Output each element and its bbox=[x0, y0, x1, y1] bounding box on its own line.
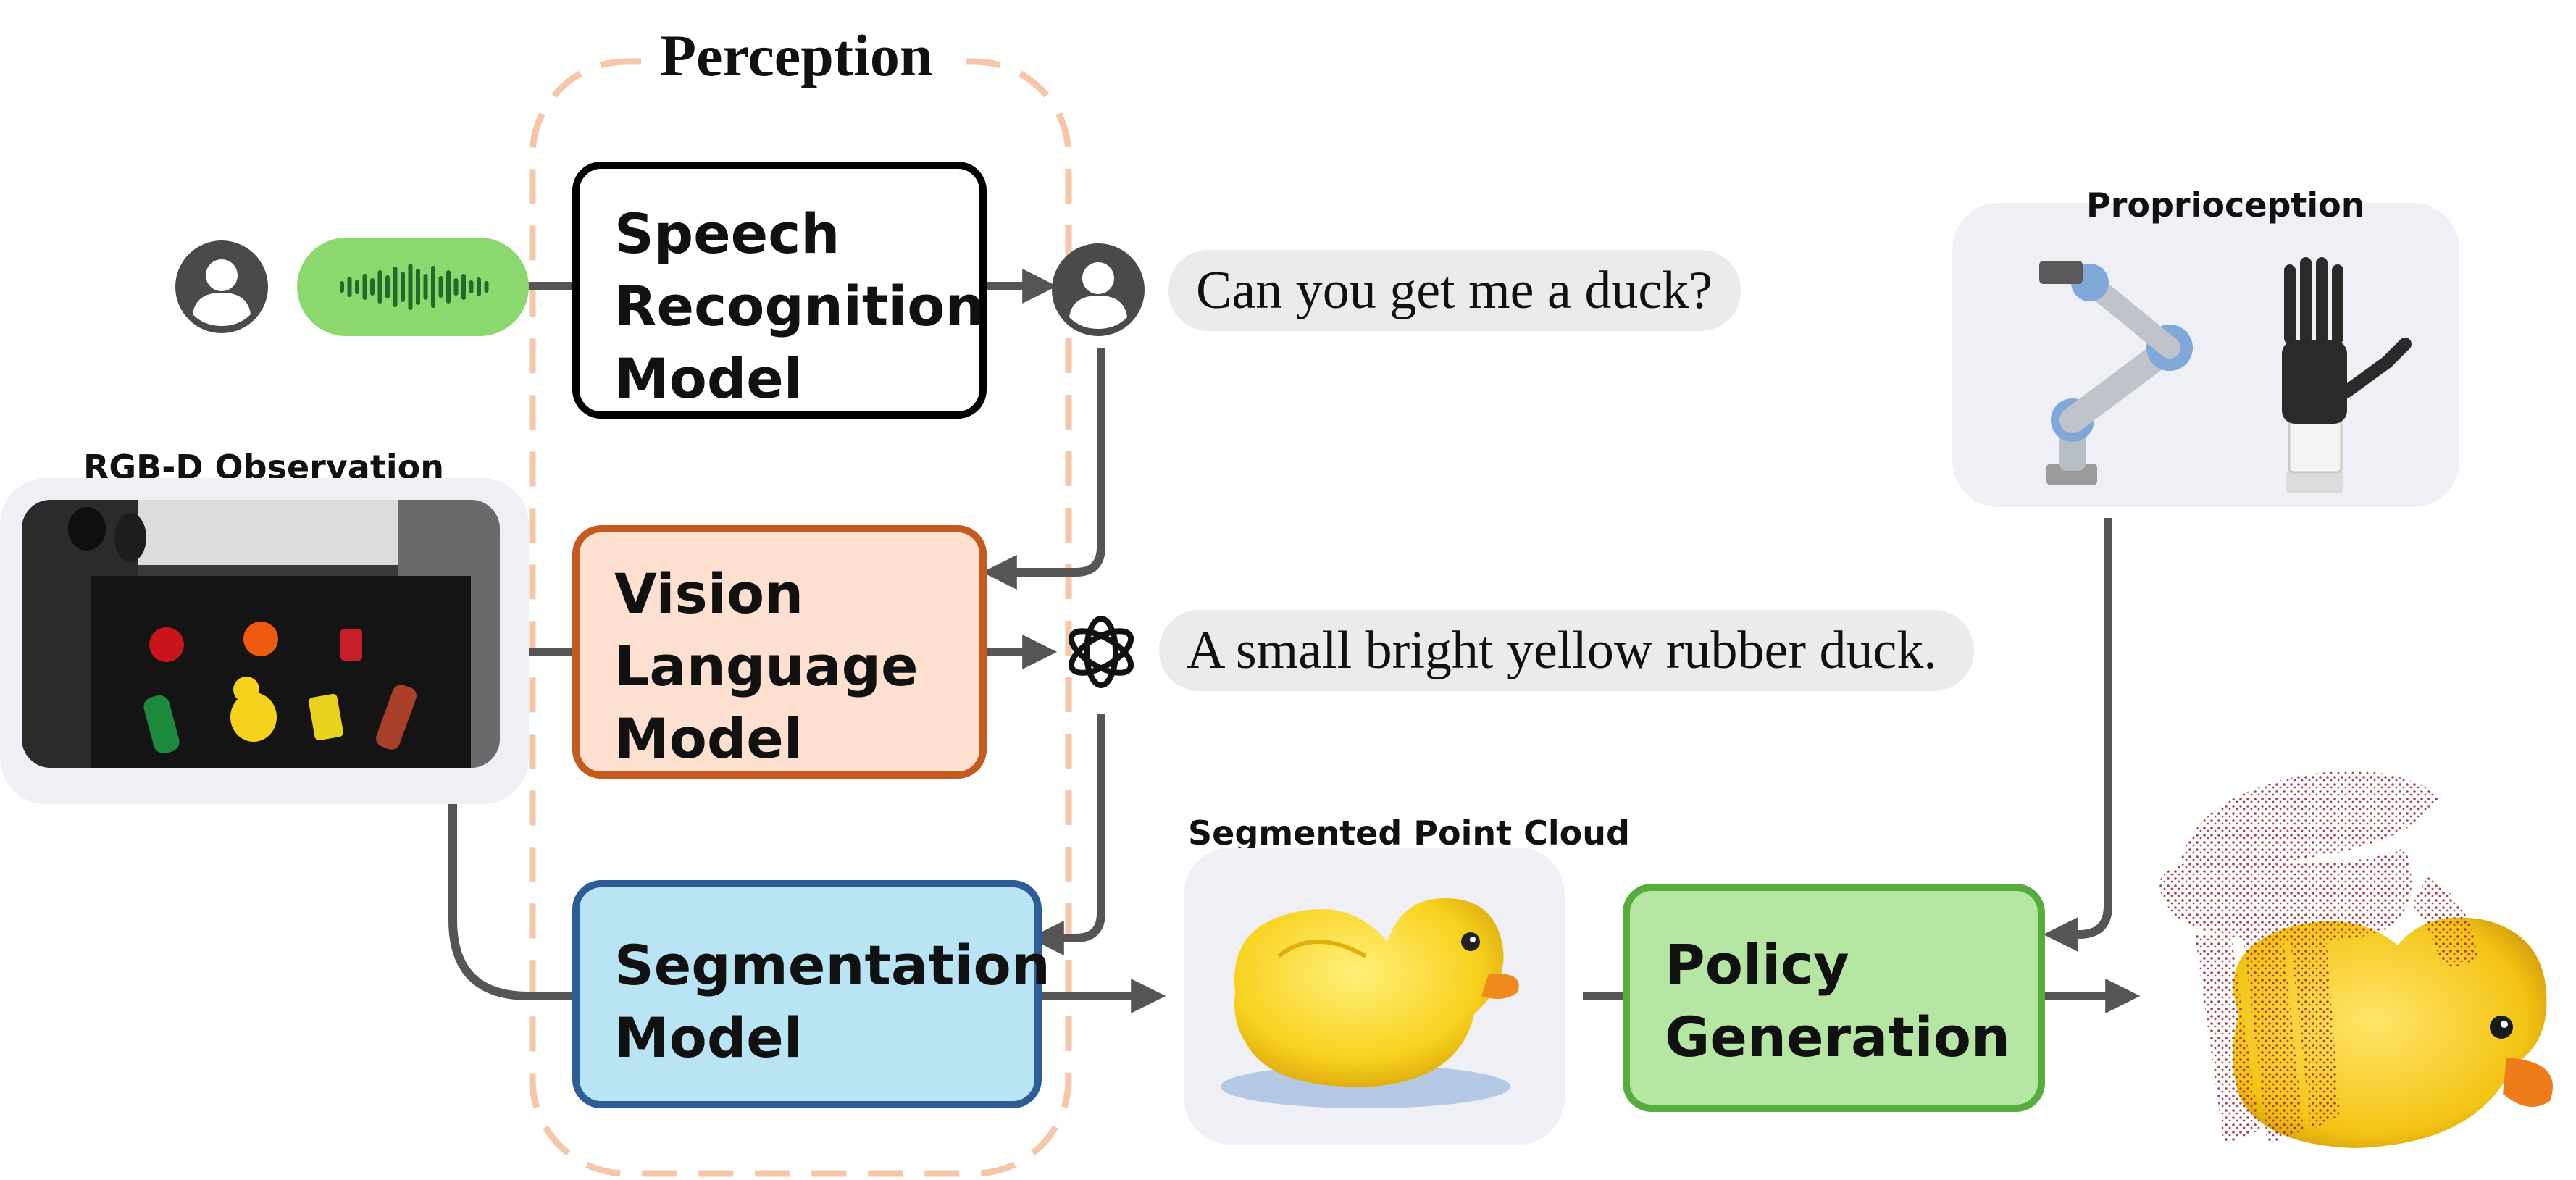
speech-recognition-model-box: Speech Recognition Model bbox=[572, 162, 987, 419]
description-bubble: A small bright yellow rubber duck. bbox=[1159, 610, 1974, 691]
arrow-proprioception-to-policy bbox=[2043, 518, 2112, 952]
robot-arm-and-hand-image bbox=[2039, 257, 2412, 493]
label-line: Model bbox=[614, 1005, 803, 1070]
policy-generation-label: Policy Generation bbox=[1665, 929, 2010, 1074]
proprioception-caption: Proprioception bbox=[2086, 185, 2365, 225]
segmentation-model-box: Segmentation Model bbox=[572, 880, 1050, 1108]
duck-point-cloud-image bbox=[1221, 898, 1519, 1108]
policy-generation-box: Policy Generation bbox=[1623, 884, 2045, 1112]
grasp-result-image bbox=[2159, 771, 2553, 1148]
perception-title: Perception bbox=[641, 22, 952, 90]
user-icon bbox=[175, 240, 268, 333]
tabletop-scene-image bbox=[22, 500, 500, 768]
openai-logo-icon bbox=[1068, 616, 1134, 688]
label-line: Vision bbox=[614, 561, 804, 626]
label-line: Recognition bbox=[614, 274, 984, 338]
label-line: Language bbox=[614, 634, 919, 698]
label-line: Generation bbox=[1665, 1005, 2011, 1069]
waveform-icon bbox=[340, 264, 489, 310]
point-cloud-caption: Segmented Point Cloud bbox=[1188, 813, 1630, 853]
arrow-text-to-vlm bbox=[982, 348, 1105, 590]
robot-arm-icon bbox=[2039, 261, 2193, 485]
arrow-llm-to-segmentation bbox=[1029, 714, 1105, 955]
vision-language-model-box: Vision Language Model bbox=[572, 525, 987, 779]
robot-hand-icon bbox=[2282, 257, 2412, 493]
proprioception-panel bbox=[1952, 203, 2459, 507]
question-bubble: Can you get me a duck? bbox=[1168, 250, 1741, 331]
vision-language-model-label: Vision Language Model bbox=[614, 558, 919, 775]
segmentation-model-label: Segmentation Model bbox=[614, 929, 1050, 1074]
point-cloud-panel bbox=[1184, 848, 1565, 1145]
label-line: Policy bbox=[1665, 932, 1849, 997]
label-line: Segmentation bbox=[614, 933, 1050, 997]
arrow-observation-to-segmentation bbox=[448, 804, 576, 1000]
speech-recognition-model-label: Speech Recognition Model bbox=[614, 198, 984, 415]
user-icon bbox=[1052, 243, 1145, 336]
label-line: Model bbox=[614, 706, 803, 771]
label-line: Speech bbox=[614, 201, 840, 266]
voice-pill bbox=[297, 238, 529, 336]
observation-panel bbox=[0, 478, 529, 804]
label-line: Model bbox=[614, 346, 803, 411]
